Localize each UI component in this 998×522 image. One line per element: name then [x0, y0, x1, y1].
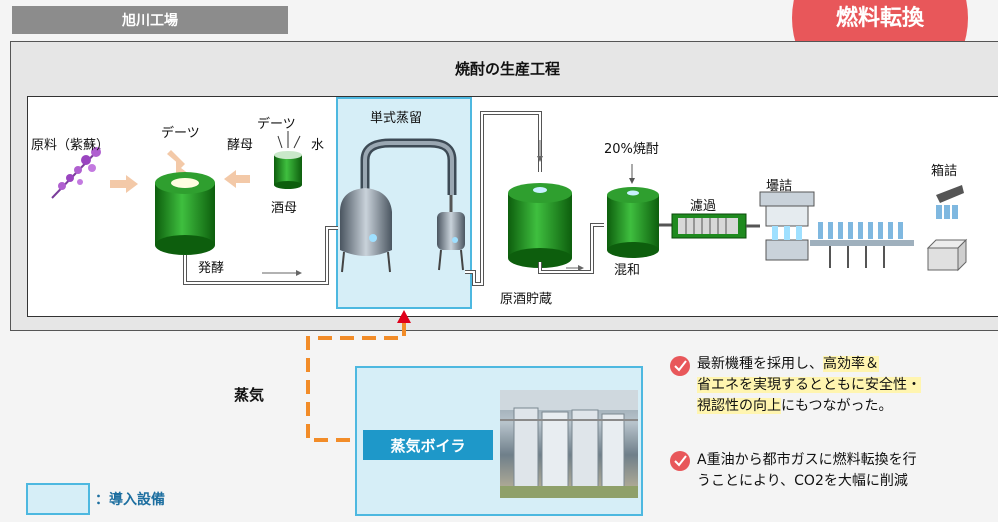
arrow-starter-icon — [224, 170, 250, 188]
note-1-line3a: 視認性の向上 — [697, 398, 781, 414]
arrow-raw-icon — [110, 175, 138, 193]
steam-arrow-icon — [397, 310, 411, 323]
boiler-photo-graphic — [500, 390, 638, 498]
steam-label: 蒸気 — [234, 386, 265, 404]
shiso-plant-icon — [51, 147, 101, 199]
note-1-line2a: 省エネを実現するとともに — [697, 377, 865, 393]
note-1-line2b: 安全性・ — [865, 377, 921, 393]
legend-label: ：導入設備 — [95, 492, 165, 508]
label-shochu20: 20%焼酎 — [604, 142, 659, 157]
label-boxing: 箱詰 — [931, 164, 958, 179]
label-dates-2: デーツ — [257, 117, 296, 132]
note-2-line2: うことにより、CO2を大幅に削減 — [697, 473, 908, 489]
filter-press-icon — [671, 213, 747, 239]
label-water: 水 — [311, 138, 325, 153]
pot-still-icon — [340, 138, 465, 273]
label-filter: 濾過 — [690, 199, 717, 214]
boxing-icon — [926, 185, 968, 272]
label-raw: 原料（紫蘇） — [31, 138, 110, 153]
label-mix: 混和 — [614, 263, 641, 278]
mixing-tank-icon — [607, 164, 659, 258]
note-2-line1: A重油から都市ガスに燃料転換を行 — [697, 452, 917, 468]
boiler-photo — [500, 390, 638, 498]
note-1-line1b: 高効率＆ — [823, 356, 879, 372]
check-icon-2 — [670, 451, 690, 471]
label-dates-1: デーツ — [161, 126, 200, 141]
check-icon-1 — [670, 356, 690, 376]
label-storage: 原酒貯蔵 — [500, 292, 553, 307]
steam-line — [306, 322, 406, 442]
factory-name: 旭川工場 — [122, 13, 178, 29]
boiler-label: 蒸気ボイラ — [363, 430, 493, 460]
label-yeast: 酵母 — [227, 138, 254, 153]
storage-tank-icon — [508, 183, 572, 268]
note-1-line3b: にもつながった。 — [781, 398, 893, 414]
fermentation-tank-icon — [155, 172, 215, 255]
label-ferment: 発酵 — [198, 261, 225, 276]
diagram-title: 焼酎の生産工程 — [454, 60, 560, 78]
note-2: A重油から都市ガスに燃料転換を行 うことにより、CO2を大幅に削減 — [697, 450, 997, 492]
badge-label: 燃料転換 — [835, 6, 924, 31]
legend-swatch — [26, 483, 90, 515]
bottling-machine-icon — [759, 191, 815, 261]
label-bottling: 壜詰 — [766, 179, 793, 194]
arrow-dates-icon — [167, 150, 189, 174]
note-1-line1a: 最新機種を採用し、 — [697, 356, 823, 372]
note-1: 最新機種を採用し、高効率＆ 省エネを実現するとともに安全性・ 視認性の向上にもつ… — [697, 354, 997, 417]
factory-tab: 旭川工場 — [12, 6, 288, 34]
conveyor-icon — [810, 222, 914, 268]
label-yeast-starter: 酒母 — [271, 201, 298, 216]
label-distill: 単式蒸留 — [370, 111, 423, 126]
yeast-starter-tank-icon — [274, 131, 302, 189]
